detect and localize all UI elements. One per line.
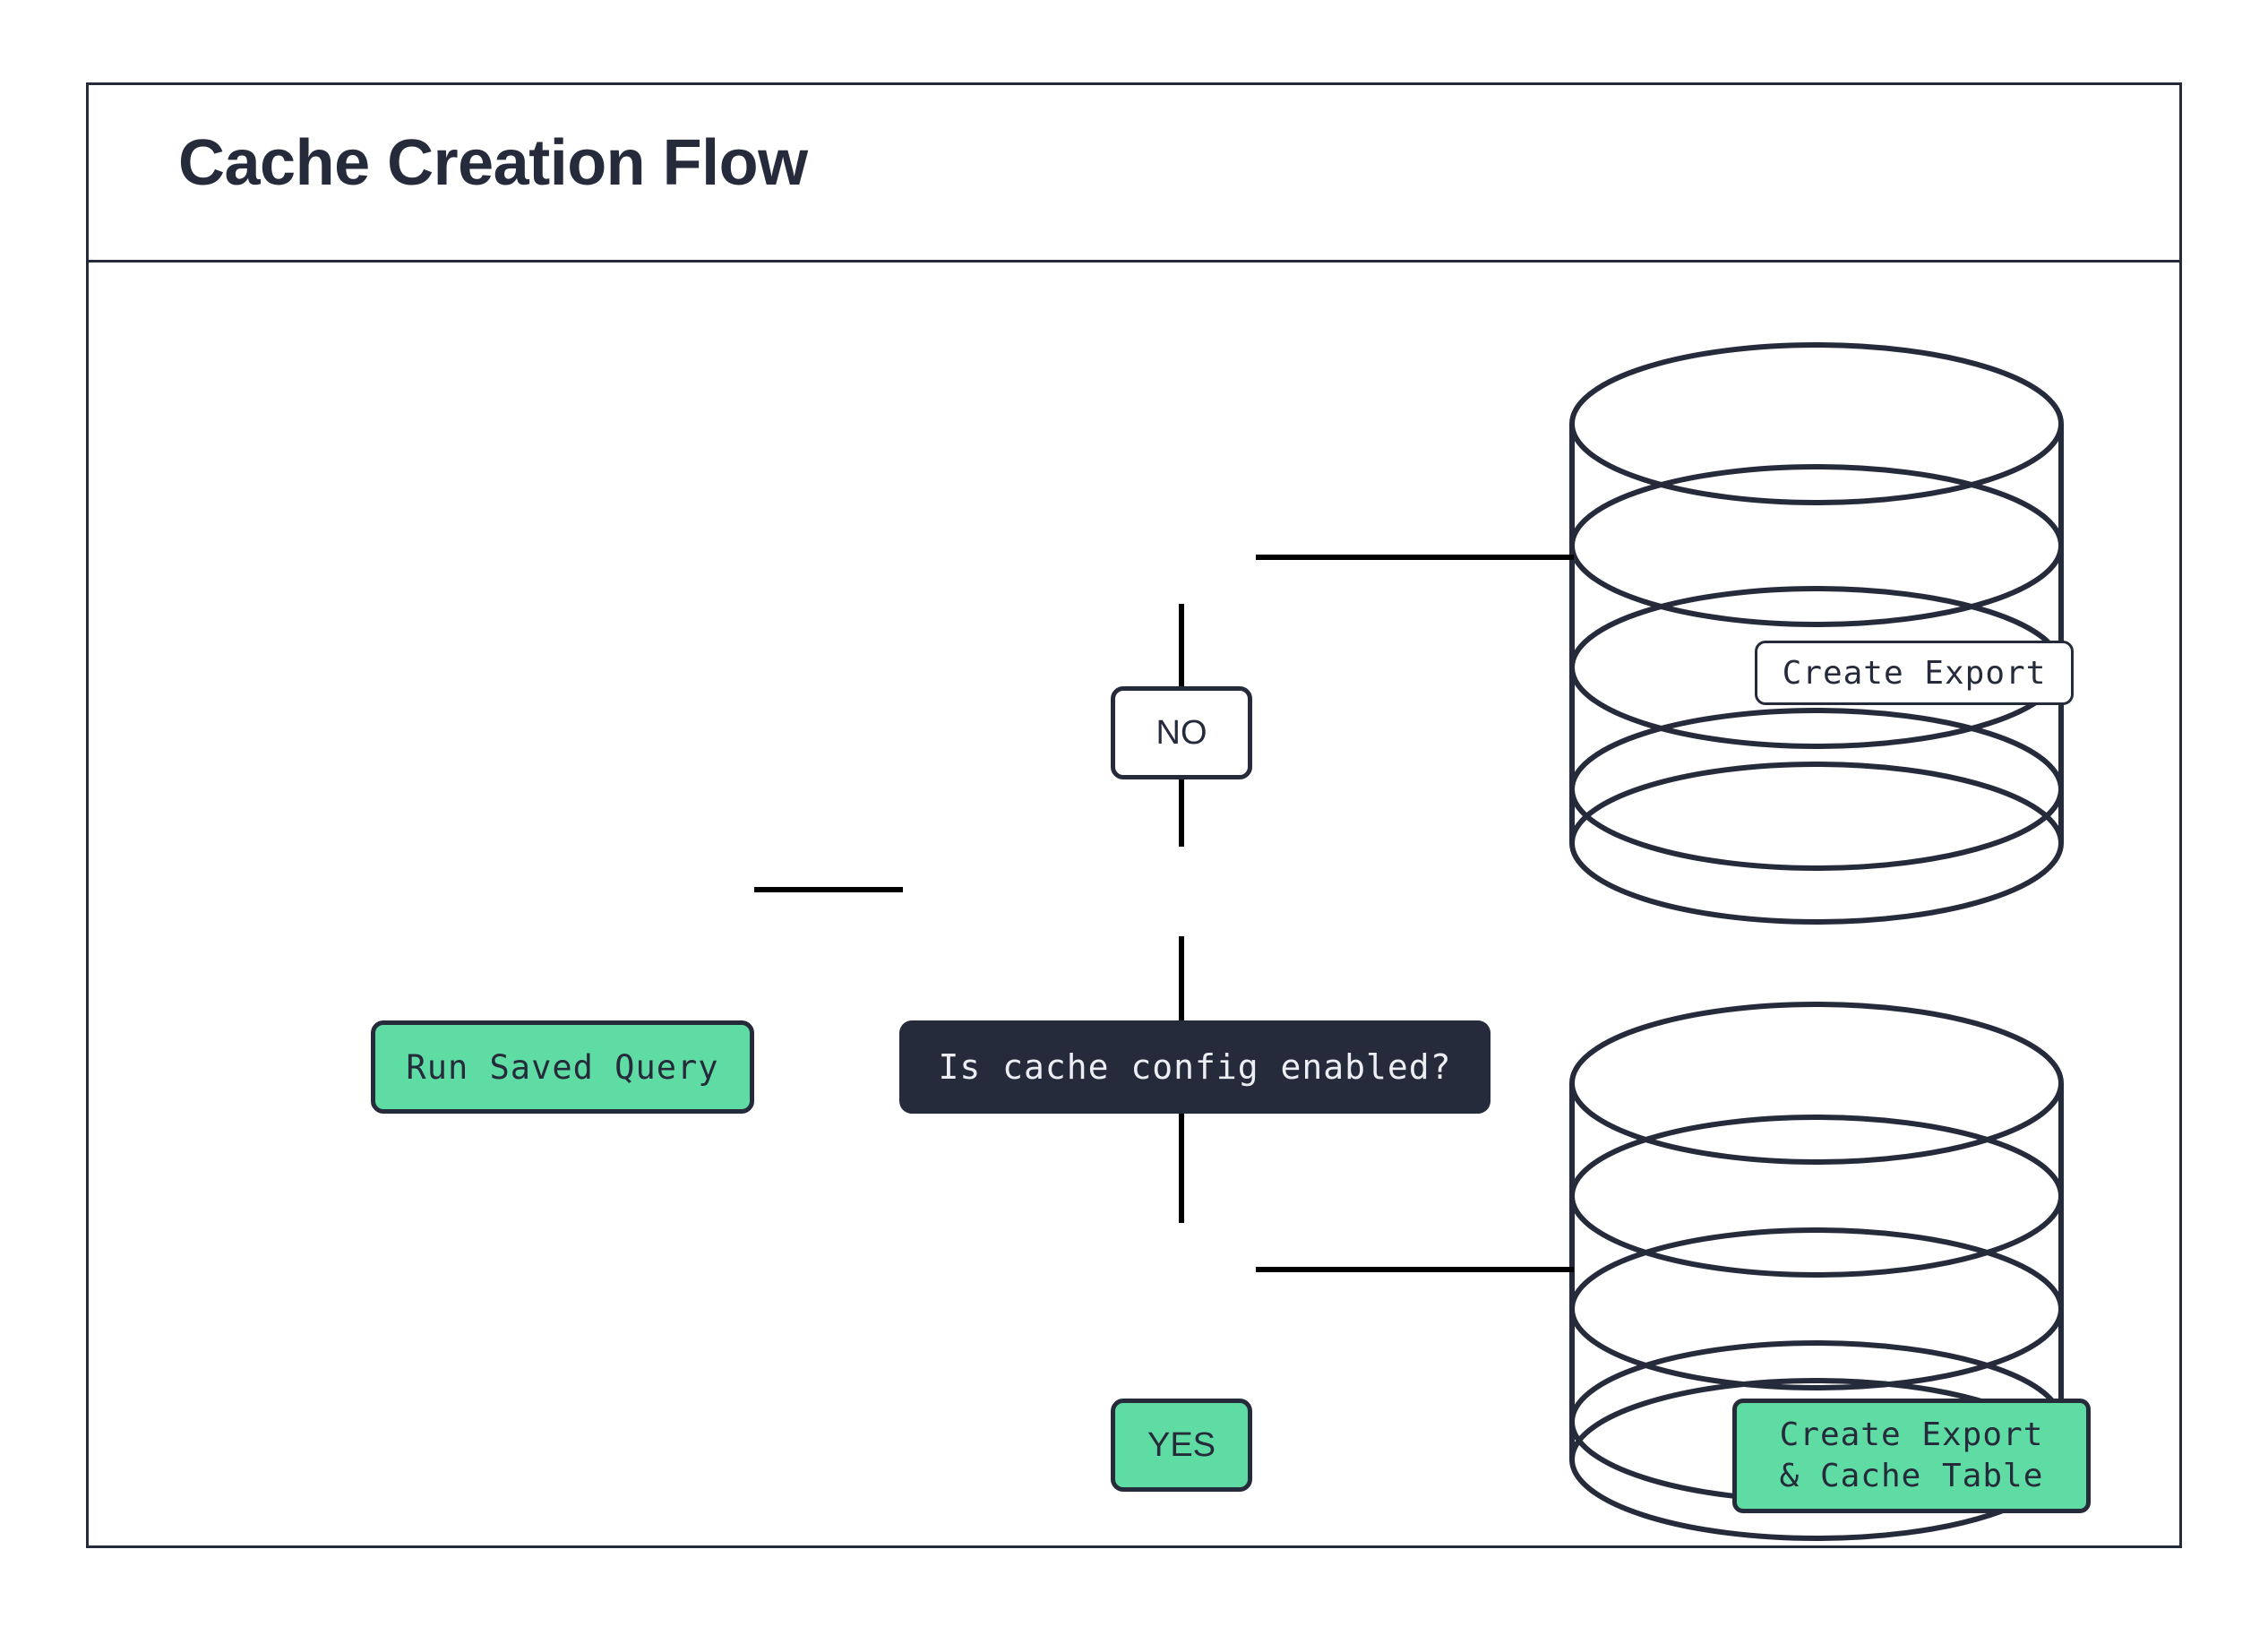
node-create-export-and-cache-table[interactable]: Create Export & Cache Table — [1732, 1399, 2091, 1513]
node-branch-yes[interactable]: YES — [1111, 1399, 1252, 1492]
node-branch-no[interactable]: NO — [1111, 686, 1252, 779]
page-title: Cache Creation Flow — [178, 127, 808, 199]
diagram-frame: Cache Creation Flow — [86, 82, 2182, 1548]
node-label-line-2: & Cache Table — [1779, 1458, 2044, 1494]
node-decision-is-cache-config-enabled[interactable]: Is cache config enabled? — [899, 1020, 1491, 1114]
diagram-connectors-and-shapes — [754, 342, 2064, 1541]
diagram-canvas: Run Saved Query Is cache config enabled?… — [89, 263, 2179, 1545]
node-label-line-1: Create Export — [1779, 1416, 2044, 1453]
diagram-title-bar: Cache Creation Flow — [89, 85, 2179, 263]
node-create-export[interactable]: Create Export — [1755, 641, 2074, 705]
node-run-saved-query[interactable]: Run Saved Query — [371, 1020, 754, 1114]
database-cylinder-top — [1569, 342, 2064, 925]
